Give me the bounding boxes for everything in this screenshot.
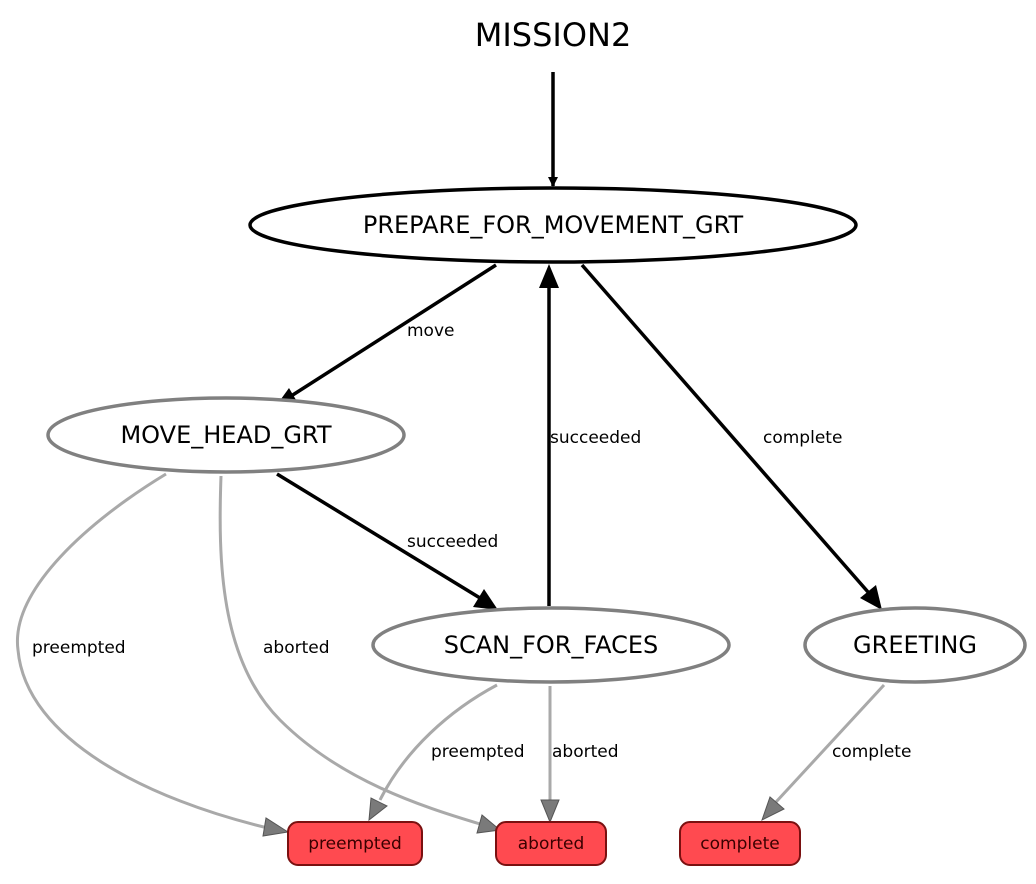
arrowhead-preempted-right	[368, 797, 388, 822]
state-scan-for-faces[interactable]: SCAN_FOR_FACES	[371, 606, 731, 684]
state-greeting[interactable]: GREETING	[803, 606, 1027, 684]
outcome-aborted[interactable]: aborted	[495, 821, 607, 866]
state-label: PREPARE_FOR_MOVEMENT_GRT	[363, 211, 744, 239]
edge-scan-to-preempted	[378, 683, 498, 801]
state-move-head[interactable]: MOVE_HEAD_GRT	[46, 396, 406, 474]
arrowhead-scan	[473, 589, 498, 610]
edge-label-scan-preempted: preempted	[431, 742, 525, 762]
outcome-label: preempted	[308, 834, 402, 854]
arrowhead-complete	[761, 796, 785, 821]
arrowhead-preempted-left	[262, 817, 290, 837]
edge-label-scan-aborted: aborted	[552, 742, 619, 762]
edge-move-head-to-preempted	[16, 472, 269, 830]
edge-label-move: move	[407, 321, 454, 341]
outcome-preempted[interactable]: preempted	[287, 821, 423, 866]
arrowhead-aborted-right	[540, 799, 560, 824]
edge-label-prepare-complete: complete	[763, 428, 842, 448]
arrowhead-prepare	[539, 264, 559, 288]
state-label: SCAN_FOR_FACES	[444, 631, 659, 659]
edge-label-move-head-aborted: aborted	[263, 638, 330, 658]
edge-label-move-head-succeeded: succeeded	[407, 532, 498, 552]
diagram-title: MISSION2	[475, 16, 632, 54]
edge-label-move-head-preempted: preempted	[32, 638, 126, 658]
edge-move-head-to-scan	[276, 472, 481, 600]
state-label: GREETING	[853, 631, 977, 659]
arrowhead-aborted-left	[476, 814, 502, 834]
edge-greeting-to-complete	[774, 683, 886, 804]
edge-prepare-to-move-head	[287, 263, 497, 400]
state-label: MOVE_HEAD_GRT	[120, 421, 331, 449]
edge-label-scan-succeeded: succeeded	[550, 428, 641, 448]
edge-prepare-to-greeting	[580, 263, 870, 594]
outcome-label: aborted	[518, 834, 585, 854]
edge-move-head-to-aborted	[218, 475, 481, 826]
edge-label-greeting-complete: complete	[832, 742, 911, 762]
outcome-complete[interactable]: complete	[679, 821, 801, 866]
outcome-label: complete	[700, 834, 779, 854]
arrowhead-greeting	[860, 585, 882, 610]
state-prepare-for-movement[interactable]: PREPARE_FOR_MOVEMENT_GRT	[248, 186, 858, 264]
